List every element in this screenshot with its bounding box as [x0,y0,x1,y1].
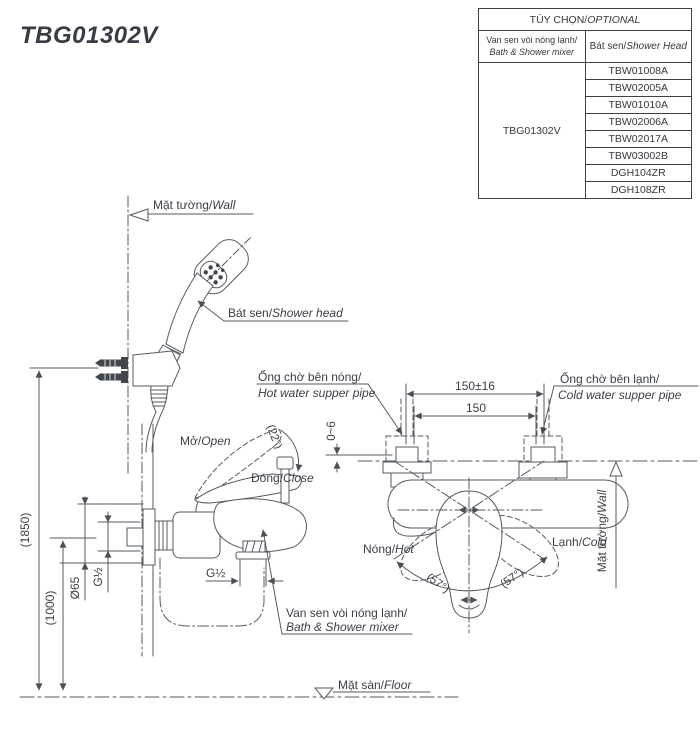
mixer-label-vi: Van sen vòi nóng lạnh/ [286,606,408,620]
table-header: TÙY CHỌN/OPTIONAL [478,8,692,31]
shower-head-model-cell: DGH104ZR [584,164,692,182]
close-label: Đóng/Close [251,471,314,485]
handle-angle-dim [280,429,303,472]
pipe-span-dim: 150 [466,401,486,415]
product-code-title: TBG01302V [20,22,158,49]
wall-gap-dim-lines [325,443,393,473]
hot-pipe-label-vi: Ống chờ bên nóng/ [258,369,362,384]
cold-label: Lạnh/Cold [552,535,607,549]
cold-pipe-callout [540,385,699,435]
mixer-height-dim: (1000) [43,591,57,626]
optional-accessories-table: TÙY CHỌN/OPTIONAL Van sen vòi nóng lạnh/… [478,8,692,199]
flange-diameter-dim: Ø65 [68,576,82,599]
shower-head-model-cell: TBW01008A [584,62,692,80]
flange-dimensions [59,496,144,601]
floor-label: Mặt sàn/Floor [338,678,412,692]
hot-label: Nóng/Hot [363,542,414,556]
spout-thread-dim: G½ [206,566,225,580]
mounting-screws [95,357,128,383]
floor-line [19,687,459,700]
cold-pipe-label-vi: Ống chờ bên lạnh/ [560,371,660,386]
mixer-plan-view [357,398,698,634]
hot-pipe-callout [256,383,403,435]
wall-gap-dim: 0~6 [326,421,338,441]
wall-marker-right [609,460,623,589]
swing-angle-right: (57°) [499,566,527,590]
shower-head-model-cell: TBW02005A [584,79,692,97]
shower-head-label: Bát sen/Shower head [228,306,343,320]
wall-right-label: Mặt tường/Wall [595,489,609,572]
wall-top-label: Mặt tường/Wall [153,198,236,212]
height-dimensions [29,367,99,691]
shower-head-model-cell: DGH108ZR [584,181,692,199]
shower-head-callout [197,300,349,322]
shower-head-model-cell: TBW01010A [584,96,692,114]
mixer-label-en: Bath & Shower mixer [286,620,400,634]
shower-head-drawing [95,237,251,453]
pipe-span-tol-dim: 150±16 [455,379,495,393]
handle-angle-label: (22°) [264,423,284,451]
shower-height-dim: (1850) [18,513,32,548]
open-label: Mở/Open [180,434,231,448]
shower-head-model-cell: TBW03002B [584,147,692,165]
wall-marker-top [127,195,254,475]
column-header-mixer: Van sen vòi nóng lạnh/Bath & Shower mixe… [478,30,586,63]
hot-pipe-label-en: Hot water supper pipe [258,386,376,400]
mixer-side-view [126,423,307,657]
spout-thread-dim-lines [205,559,284,587]
cold-pipe-label-en: Cold water supper pipe [558,388,682,402]
wall-thread-dim: G½ [91,567,105,586]
mixer-callout [260,529,413,635]
